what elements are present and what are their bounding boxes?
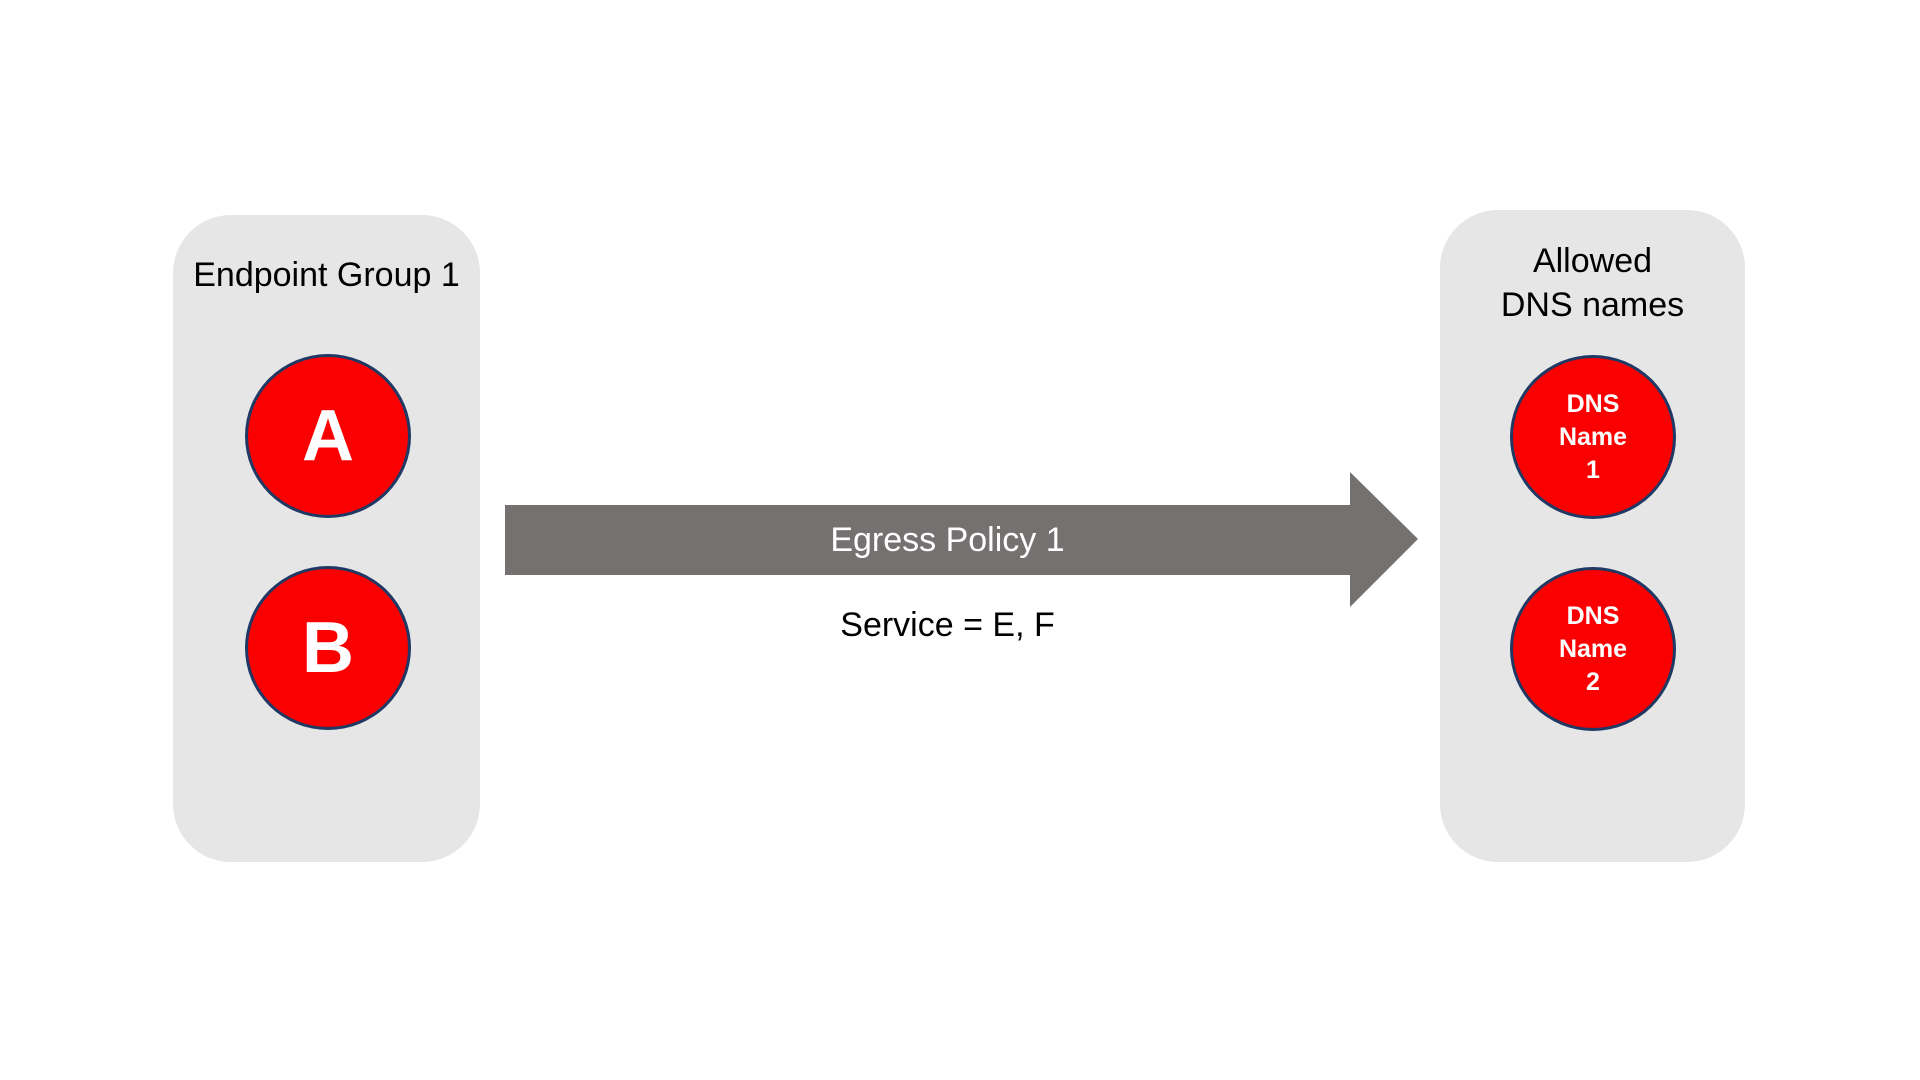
endpoint-group-title: Endpoint Group 1 — [193, 256, 460, 294]
egress-arrow-head-icon — [1350, 472, 1418, 607]
dns-name-2-line2: Name — [1558, 634, 1628, 663]
egress-arrow-label: Egress Policy 1 — [830, 520, 1065, 559]
dns-name-2-node: DNS Name 2 — [1510, 567, 1676, 731]
endpoint-group-panel: Endpoint Group 1 A B — [173, 215, 480, 862]
dns-name-1-line1: DNS — [1566, 389, 1620, 418]
allowed-dns-title-line2: DNS names — [1500, 286, 1685, 324]
endpoint-node-b: B — [245, 566, 411, 730]
dns-name-2-line1: DNS — [1566, 601, 1620, 630]
egress-arrow-shaft: Egress Policy 1 — [505, 505, 1350, 575]
egress-arrow-service-label: Service = E, F — [840, 606, 1055, 644]
endpoint-node-a: A — [245, 354, 411, 518]
endpoint-node-a-label: A — [302, 396, 354, 476]
allowed-dns-panel: Allowed DNS names DNS Name 1 DNS Name 2 — [1440, 210, 1745, 862]
dns-name-1-node: DNS Name 1 — [1510, 355, 1676, 519]
dns-name-1-line2: Name — [1558, 422, 1628, 451]
allowed-dns-title: Allowed DNS names — [1440, 239, 1745, 327]
endpoint-node-b-label: B — [302, 608, 354, 688]
dns-name-2-line3: 2 — [1586, 667, 1600, 696]
dns-name-1-line3: 1 — [1586, 455, 1600, 484]
allowed-dns-title-line1: Allowed — [1532, 242, 1653, 280]
